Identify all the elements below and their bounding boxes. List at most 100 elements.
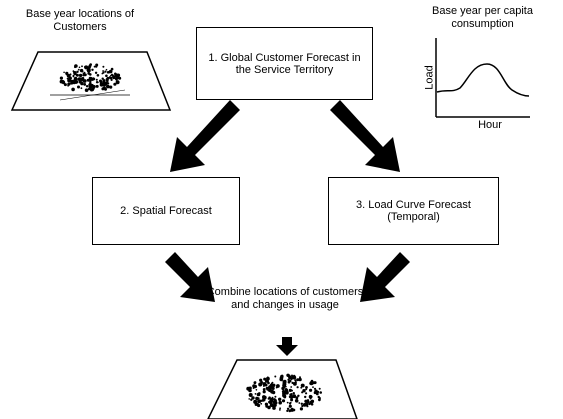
customer-dot (118, 76, 122, 80)
customer-dot (299, 407, 303, 411)
customer-dot (83, 71, 86, 74)
customer-dot (272, 406, 276, 410)
customer-dot (255, 396, 259, 401)
customer-dot (298, 377, 302, 382)
customer-dot (105, 68, 108, 71)
customer-dot (77, 85, 80, 89)
customer-dot (73, 72, 77, 76)
customer-dot (271, 386, 275, 390)
customer-dot (84, 65, 89, 70)
customer-dot (104, 70, 107, 73)
customer-dot (313, 391, 317, 395)
customer-dot (75, 73, 79, 77)
customer-dot (290, 386, 293, 388)
arrow-box2-to-combine (165, 252, 215, 302)
customer-dot (305, 388, 308, 391)
box-load-curve-forecast: 3. Load Curve Forecast (Temporal) (328, 177, 499, 245)
customer-dot (282, 391, 286, 396)
customer-dot (279, 409, 281, 411)
customer-dot (313, 387, 317, 390)
customer-dot (286, 401, 289, 404)
customer-dot (80, 87, 83, 90)
customer-dot (102, 71, 105, 74)
customer-dot (310, 403, 314, 406)
customer-dot (308, 396, 311, 398)
customer-dot (318, 397, 321, 400)
customer-dot (95, 84, 99, 88)
customer-dot (283, 379, 287, 383)
customer-dot (254, 393, 257, 395)
customer-dot (287, 378, 290, 381)
customer-dot (251, 396, 255, 400)
customer-dot (292, 395, 295, 398)
customer-dots-bottom (246, 373, 323, 413)
customer-dot (94, 71, 98, 75)
customer-dot (300, 386, 303, 389)
customer-dot (310, 381, 314, 385)
customer-dot (291, 374, 293, 377)
customer-dot (291, 396, 293, 399)
customer-dot (63, 83, 67, 87)
customer-dot (290, 407, 294, 411)
customer-dot (300, 402, 303, 405)
customer-dot (286, 409, 289, 412)
load-chart-xlabel: Hour (478, 119, 502, 131)
customer-dot (80, 77, 85, 82)
customer-dot (293, 382, 297, 386)
customer-dot (262, 390, 266, 394)
box-spatial-forecast: 2. Spatial Forecast (92, 177, 240, 245)
customer-dot (312, 386, 314, 388)
customer-dot (271, 390, 276, 395)
customer-dot (281, 399, 286, 403)
customer-dot (91, 86, 95, 90)
customer-dot (88, 83, 93, 87)
arrow-down-to-map (276, 337, 298, 356)
customer-dot (72, 70, 75, 73)
customer-dot (260, 399, 264, 402)
customer-dot (82, 73, 85, 77)
customer-dot (298, 402, 301, 404)
customer-dot (289, 379, 292, 383)
customer-dot (250, 398, 253, 401)
customer-dot (102, 70, 104, 72)
customer-dot (115, 78, 118, 81)
customer-dot (106, 84, 110, 89)
customer-dot (292, 392, 295, 395)
customer-dot (260, 380, 263, 384)
customer-dot (275, 386, 278, 389)
customer-dot (101, 77, 104, 80)
customer-dot (115, 80, 120, 85)
map-line-top-2 (59, 89, 126, 101)
customer-dot (65, 71, 69, 75)
customer-dot (264, 402, 268, 406)
customer-dot (83, 83, 87, 86)
customer-dot (95, 78, 98, 81)
customer-dot (104, 87, 107, 91)
customer-dots-top (59, 63, 122, 92)
customer-dot (301, 404, 304, 408)
customer-dot (95, 81, 99, 84)
customer-dot (268, 396, 271, 400)
customer-dot (73, 77, 78, 82)
customer-dot (86, 69, 89, 71)
customer-dot (294, 399, 299, 403)
customer-dot (99, 81, 103, 85)
customer-dot (281, 386, 285, 391)
arrow-box1-to-box3 (330, 100, 400, 172)
customer-dot (79, 68, 84, 73)
customer-dot (72, 80, 76, 85)
customer-dot (85, 85, 89, 88)
customer-dot (78, 66, 81, 69)
customer-dot (253, 399, 258, 404)
customer-dot (92, 77, 95, 79)
customer-dot (263, 377, 267, 381)
customer-dot (88, 76, 92, 80)
customer-dot (271, 396, 274, 399)
customer-dot (106, 82, 109, 85)
customer-dot (288, 404, 292, 408)
customer-dot (273, 399, 277, 403)
customer-dot (110, 67, 114, 71)
load-curve-line (436, 63, 530, 97)
customer-dot (304, 395, 307, 399)
customer-dot (76, 70, 79, 74)
